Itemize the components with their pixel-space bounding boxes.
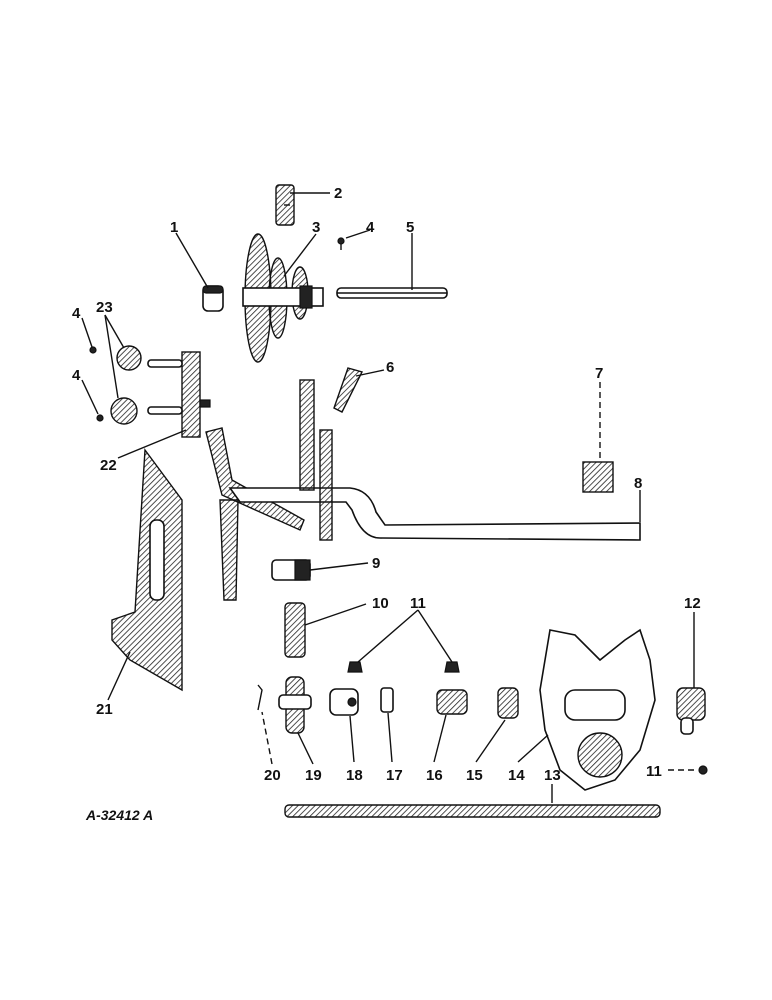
part-4-cotter-pins-left xyxy=(89,346,104,422)
part-13-shaft xyxy=(284,804,661,818)
callout-4-left-lower: 4 xyxy=(72,367,81,384)
callout-6: 6 xyxy=(386,359,394,376)
part-5-shaft xyxy=(336,287,448,299)
part-10-chain-link xyxy=(284,602,306,658)
part-11-grease-fittings xyxy=(347,661,708,775)
callout-5: 5 xyxy=(406,219,414,236)
callout-2: 2 xyxy=(334,185,342,202)
part-17-clip xyxy=(380,687,394,713)
callout-10: 10 xyxy=(372,595,389,612)
callout-12: 12 xyxy=(684,595,701,612)
part-20-pin xyxy=(257,684,263,711)
callout-7: 7 xyxy=(595,365,603,382)
callout-15: 15 xyxy=(466,767,483,784)
callout-20: 20 xyxy=(264,767,281,784)
callout-9: 9 xyxy=(372,555,380,572)
callout-1: 1 xyxy=(170,219,178,236)
part-14-gear-housing xyxy=(539,628,656,791)
callout-19: 19 xyxy=(305,767,322,784)
drawing-code: A-32412 A xyxy=(85,807,153,823)
callout-11-lower: 11 xyxy=(646,763,662,780)
part-7-chain-link xyxy=(582,461,614,493)
callout-17: 17 xyxy=(386,767,403,784)
callout-11-upper: 11 xyxy=(410,595,426,612)
callout-14: 14 xyxy=(508,767,525,784)
part-15-sprocket xyxy=(497,687,519,719)
callout-13: 13 xyxy=(544,767,561,784)
part-16-bushing xyxy=(436,689,468,715)
part-18-collar xyxy=(329,688,359,716)
part-6-clip xyxy=(333,367,364,413)
part-2-chain-link xyxy=(275,184,295,226)
callout-18: 18 xyxy=(346,767,363,784)
part-12-collar xyxy=(676,687,706,735)
part-1-bushing xyxy=(202,285,224,312)
part-3-sprocket-assembly xyxy=(242,233,324,363)
part-19-sprocket xyxy=(278,676,312,734)
callout-4-top: 4 xyxy=(366,219,375,236)
callout-4-left-upper: 4 xyxy=(72,305,81,322)
callout-3: 3 xyxy=(312,219,320,236)
leader-lines xyxy=(81,192,698,803)
callout-16: 16 xyxy=(426,767,443,784)
part-4-cotter-pin-top xyxy=(337,237,345,250)
part-21-mounting-plate xyxy=(111,448,183,692)
part-8-arm-frame xyxy=(205,379,641,601)
part-22-idler-bracket xyxy=(147,351,211,438)
part-9-link xyxy=(271,559,311,581)
callout-22: 22 xyxy=(100,457,117,474)
callout-23: 23 xyxy=(96,299,113,316)
callout-8: 8 xyxy=(634,475,642,492)
part-23-idler-sprockets xyxy=(110,345,142,425)
callout-21: 21 xyxy=(96,701,113,718)
